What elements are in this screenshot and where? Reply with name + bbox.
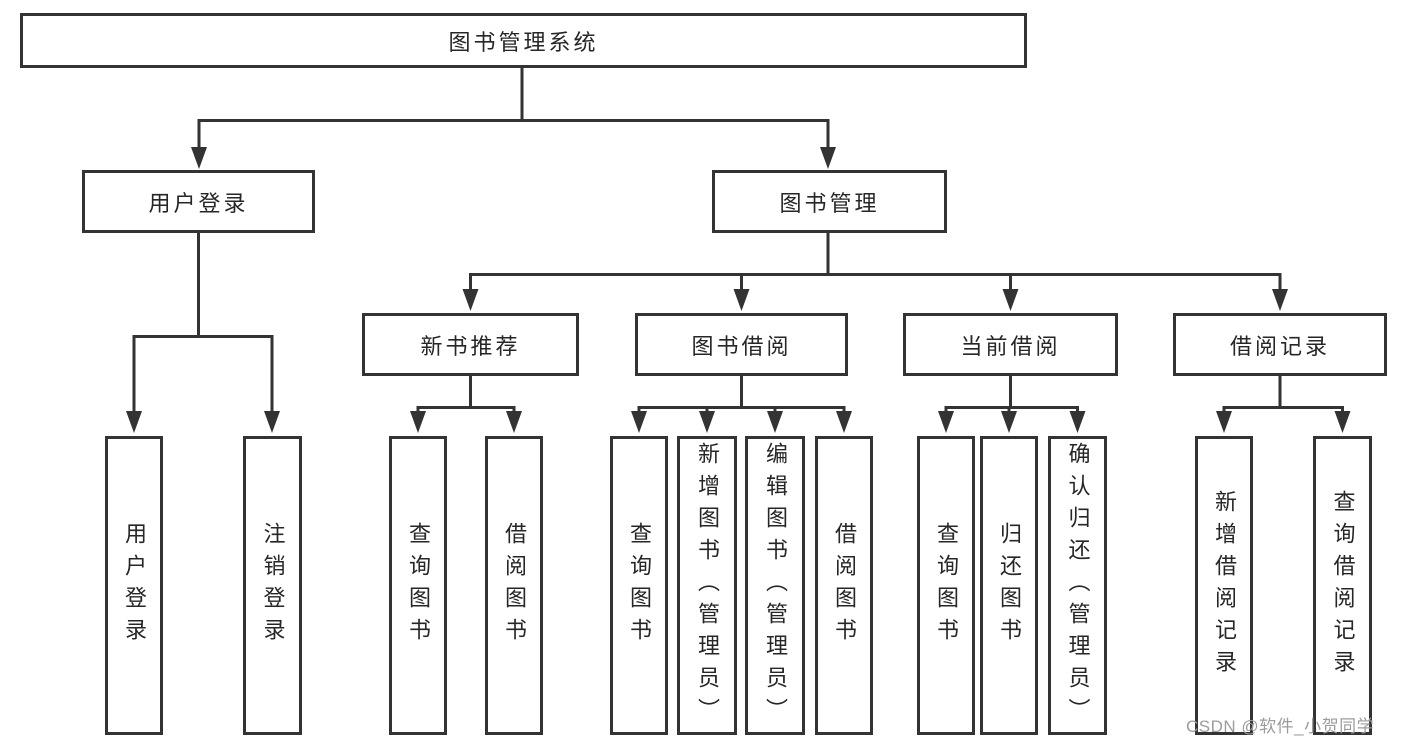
leaf-borrow-books: 借阅图书 xyxy=(485,436,543,735)
leaf-user-login: 用户登录 xyxy=(105,436,163,735)
leaf-edit-book-admin: 编辑图书（管理员） xyxy=(745,436,805,735)
leaf-logout: 注销登录 xyxy=(243,436,302,735)
node-user-login: 用户登录 xyxy=(82,170,315,233)
leaf-add-borrow-record: 新增借阅记录 xyxy=(1195,436,1253,735)
leaf-add-book-admin: 新增图书（管理员） xyxy=(677,436,737,735)
node-book-borrowing: 图书借阅 xyxy=(635,313,848,376)
leaf-query-books: 查询图书 xyxy=(389,436,447,735)
node-current-borrowing: 当前借阅 xyxy=(903,313,1118,376)
watermark: CSDN @软件_小贺同学 xyxy=(1186,717,1375,736)
leaf-confirm-return-admin: 确认归还（管理员） xyxy=(1048,436,1107,735)
leaf-return-books: 归还图书 xyxy=(980,436,1038,735)
node-new-book-recommend: 新书推荐 xyxy=(362,313,579,376)
leaf-query-books-2: 查询图书 xyxy=(610,436,668,735)
arrowheads xyxy=(126,147,1351,433)
leaf-query-books-3: 查询图书 xyxy=(917,436,975,735)
node-borrowing-records: 借阅记录 xyxy=(1173,313,1387,376)
node-book-management: 图书管理 xyxy=(712,170,947,233)
leaf-query-borrow-record: 查询借阅记录 xyxy=(1313,436,1372,735)
node-library-management-system: 图书管理系统 xyxy=(20,13,1027,68)
leaf-borrow-books-2: 借阅图书 xyxy=(815,436,873,735)
